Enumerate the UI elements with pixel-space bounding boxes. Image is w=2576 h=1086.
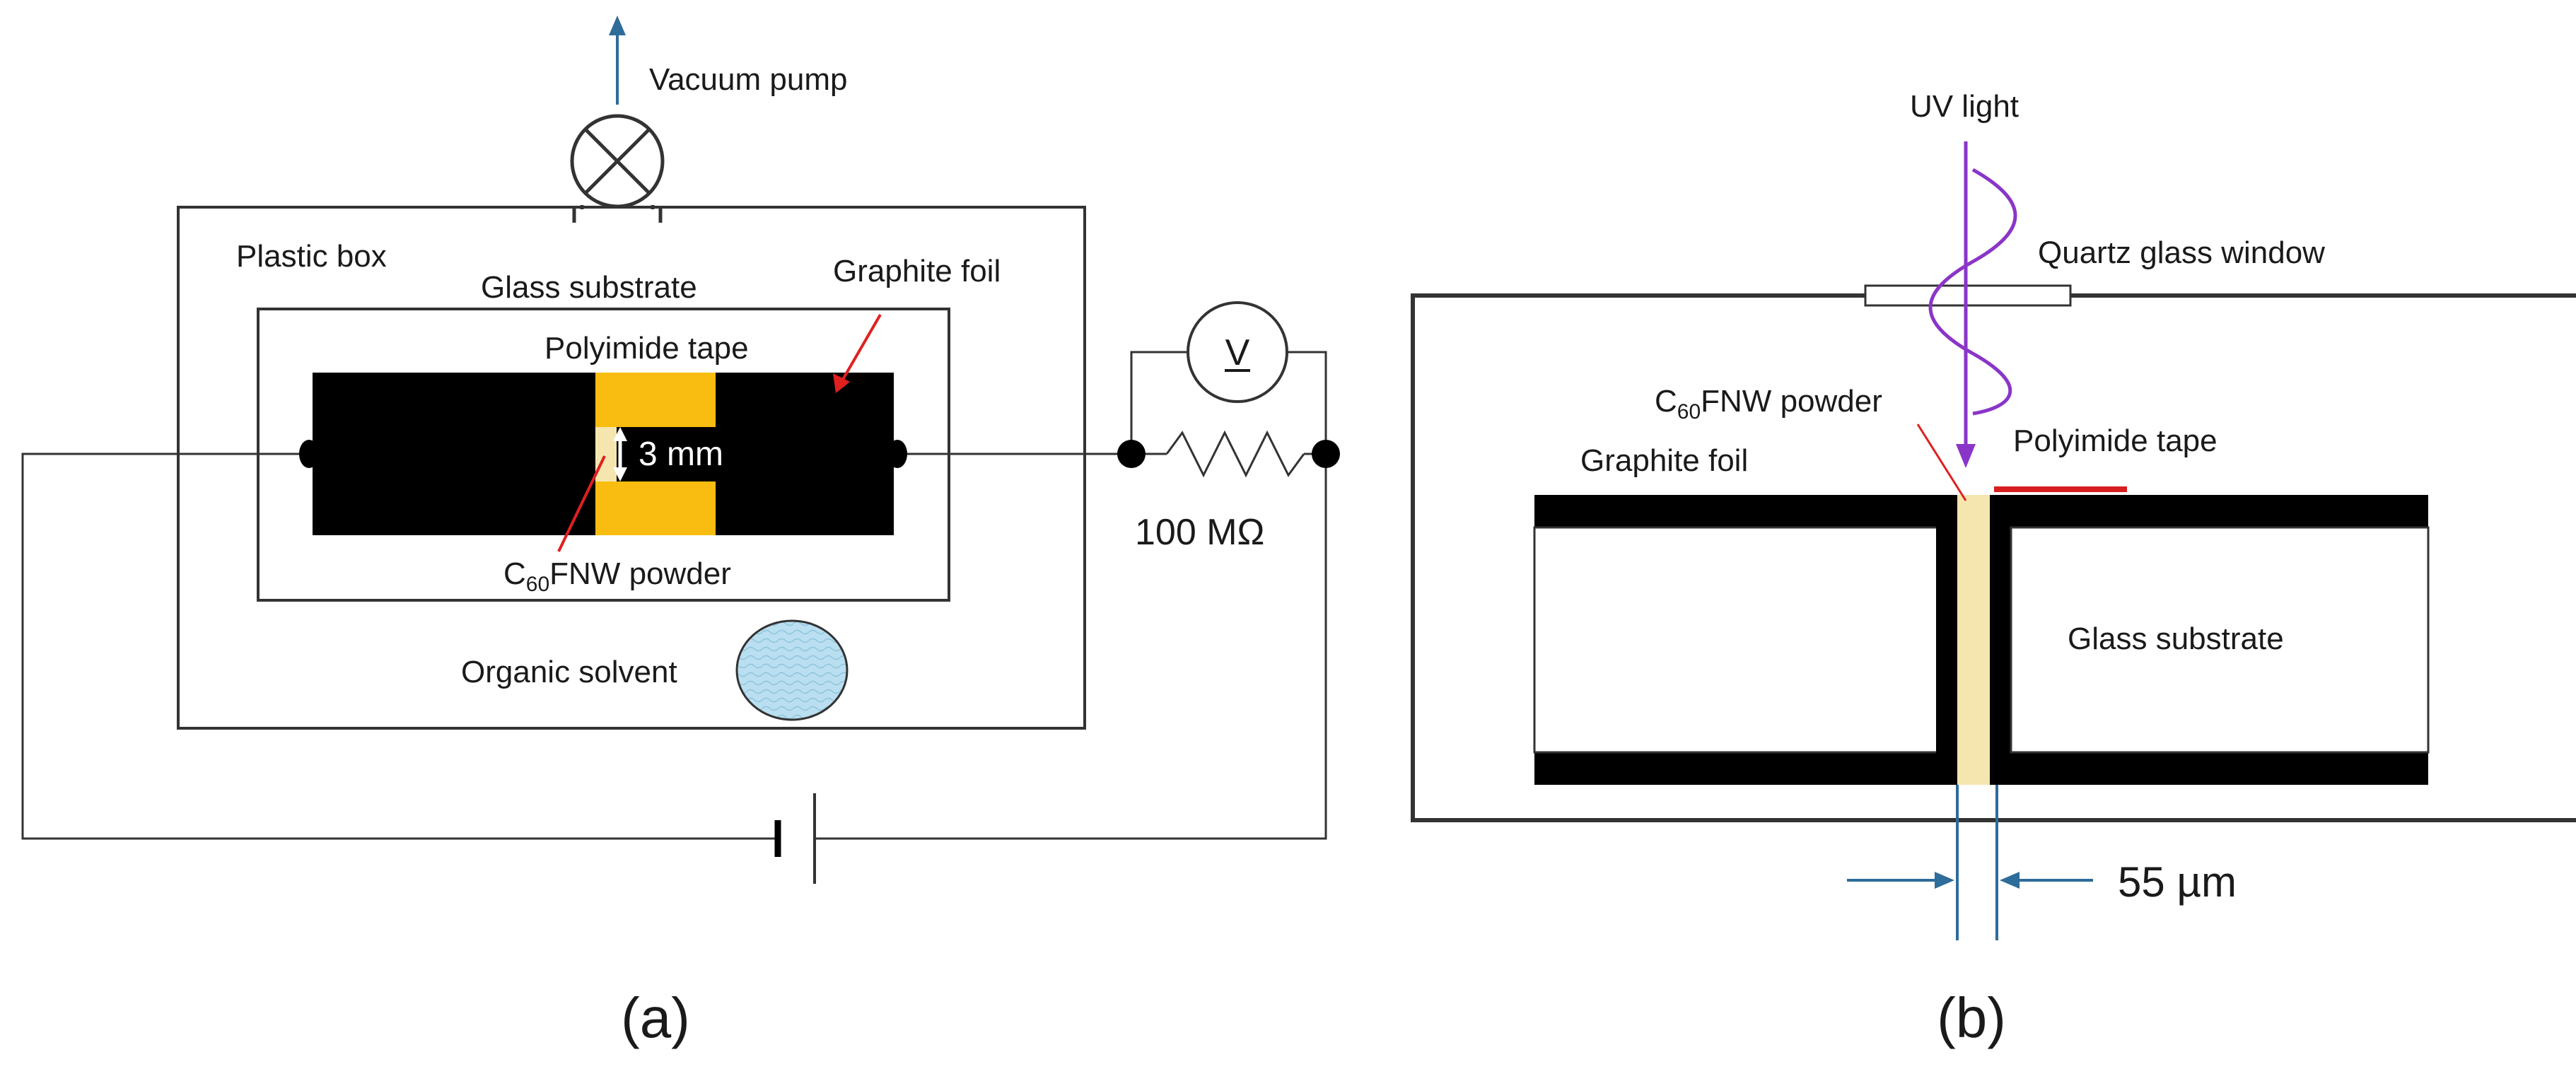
glass-substrate-label: Glass substrate [2068,621,2284,656]
wire-left [21,452,778,840]
powder-label-subscript: 60 [1677,400,1701,424]
panel-a: Vacuum pump Plastic box Glass substrate … [21,16,1340,1049]
powder-label-tail: FNW powder [1701,384,1882,419]
graphite-foil-inner-right [1990,495,2011,785]
organic-solvent-dish [735,619,849,721]
panel-b: UV light Quartz glass window C60FNW powd… [1411,89,2576,1049]
down-arrowhead-icon [613,467,627,481]
voltmeter-wiring [1130,351,1188,454]
powder-pointer [1916,424,1967,501]
resistor-symbol [1165,430,1305,478]
wire-right-down [815,454,1327,840]
gap-label: 3 mm [639,436,723,473]
graphite-foil-inner-left [1936,495,1957,785]
gap-marker: 3 mm [613,427,723,481]
graphite-foil-top-right [1990,495,2428,527]
powder-label: C60FNW powder [1655,384,1882,424]
glass-substrate-left [1533,526,1957,754]
uv-arrow-icon [1956,444,1976,468]
glass-substrate-label: Glass substrate [481,270,697,305]
graphite-foil-label: Graphite foil [833,254,1001,288]
plastic-box-label: Plastic box [236,239,387,274]
powder-gap [1957,495,1990,785]
quartz-window [1864,284,2072,307]
gap-width-label: 55 µm [2118,858,2237,906]
graphite-foil-top-left [1534,495,1955,527]
graphite-foil-label: Graphite foil [1580,443,1748,478]
uv-wave-icon [1928,168,2017,416]
powder-label-subscript: 60 [526,573,549,596]
powder-strip [595,427,617,481]
graphite-foil-bottom-left [1534,752,1955,785]
vacuum-pump-label: Vacuum pump [649,62,847,97]
polyimide-tape-label: Polyimide tape [2013,424,2217,458]
uv-light-label: UV light [1910,89,2019,124]
resistor-label: 100 MΩ [1135,512,1264,553]
panel-a-caption: (a) [621,986,690,1049]
vacuum-arrow-icon [609,16,626,35]
junction-left [1117,440,1146,468]
polyimide-tape-bottom [595,481,716,535]
graphite-foil-bottom-right [1990,752,2428,785]
polyimide-tape-label: Polyimide tape [544,331,749,366]
polyimide-tape-top [595,373,716,427]
plastic-box [177,206,1086,730]
gap-arrow-left-icon [2000,872,2020,889]
organic-solvent-label: Organic solvent [461,655,677,689]
contact-left [299,440,319,468]
powder-label: C60FNW powder [503,556,731,596]
powder-label-tail: FNW powder [549,556,731,591]
quartz-window-label: Quartz glass window [2038,235,2325,270]
voltmeter-icon [1187,301,1288,403]
up-arrowhead-icon [613,427,627,441]
panel-b-caption: (b) [1937,986,2006,1049]
junction-right [1312,440,1340,468]
voltmeter-label: V [1225,332,1250,373]
glass-substrate-right [2010,526,2430,754]
vacuum-pump-assembly: Vacuum pump [570,16,847,223]
gap-arrow-right-icon [1935,872,1954,889]
contact-right [887,440,907,468]
graphite-pointer-icon [833,373,850,393]
